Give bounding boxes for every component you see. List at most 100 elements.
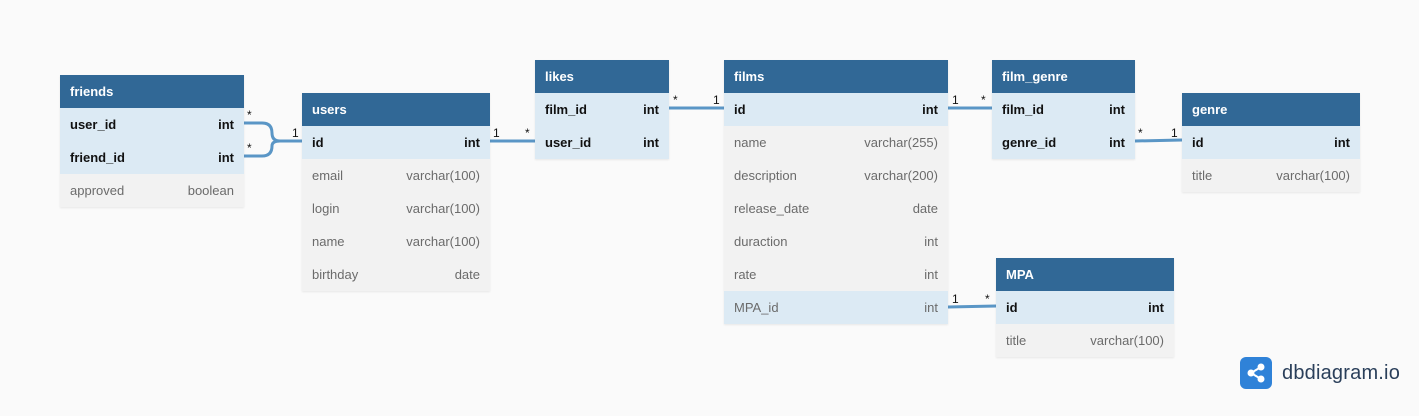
field-type: int	[924, 234, 938, 249]
field-row[interactable]: id int	[1182, 126, 1360, 159]
field-type: int	[1109, 135, 1125, 150]
field-row[interactable]: approved boolean	[60, 174, 244, 207]
cardinality-label: 1	[713, 93, 720, 107]
field-row[interactable]: title varchar(100)	[1182, 159, 1360, 192]
field-type: varchar(200)	[864, 168, 938, 183]
field-name: title	[1006, 333, 1027, 348]
table-header[interactable]: genre	[1182, 93, 1360, 126]
field-type: varchar(100)	[1090, 333, 1164, 348]
table-mpa[interactable]: MPA id int title varchar(100)	[996, 258, 1174, 357]
field-name: film_id	[1002, 102, 1044, 117]
rel-friends-friend-to-users	[244, 139, 281, 158]
field-name: approved	[70, 183, 125, 198]
cardinality-label: *	[1138, 126, 1143, 140]
field-type: int	[643, 102, 659, 117]
field-row[interactable]: id int	[996, 291, 1174, 324]
field-row[interactable]: id int	[724, 93, 948, 126]
field-row[interactable]: user_id int	[60, 108, 244, 141]
dbdiagram-logo[interactable]: dbdiagram.io	[1240, 357, 1400, 389]
field-row[interactable]: name varchar(100)	[302, 225, 490, 258]
field-name: MPA_id	[734, 300, 779, 315]
cardinality-label: *	[985, 292, 990, 306]
cardinality-label: *	[247, 141, 252, 155]
field-row[interactable]: user_id int	[535, 126, 669, 159]
cardinality-label: 1	[952, 93, 959, 107]
field-row[interactable]: birthday date	[302, 258, 490, 291]
field-type: int	[643, 135, 659, 150]
field-name: email	[312, 168, 344, 183]
field-name: description	[734, 168, 797, 183]
table-header[interactable]: likes	[535, 60, 669, 93]
table-genre[interactable]: genre id int title varchar(100)	[1182, 93, 1360, 192]
field-name: id	[312, 135, 324, 150]
field-type: varchar(100)	[406, 168, 480, 183]
field-type: int	[1334, 135, 1350, 150]
field-type: int	[1109, 102, 1125, 117]
field-type: int	[924, 267, 938, 282]
field-name: name	[734, 135, 767, 150]
field-row[interactable]: release_date date	[724, 192, 948, 225]
field-name: film_id	[545, 102, 587, 117]
field-name: title	[1192, 168, 1213, 183]
table-header[interactable]: friends	[60, 75, 244, 108]
field-name: id	[1006, 300, 1018, 315]
field-name: birthday	[312, 267, 359, 282]
field-type: int	[218, 150, 234, 165]
field-name: genre_id	[1002, 135, 1057, 150]
cardinality-label: *	[247, 108, 252, 122]
logo-text: dbdiagram.io	[1282, 361, 1401, 384]
share-nodes-icon	[1240, 357, 1272, 389]
field-row[interactable]: description varchar(200)	[724, 159, 948, 192]
field-name: release_date	[734, 201, 810, 216]
cardinality-label: *	[525, 126, 530, 140]
field-type: varchar(100)	[1276, 168, 1350, 183]
field-row[interactable]: id int	[302, 126, 490, 159]
field-type: int	[218, 117, 234, 132]
field-type: varchar(255)	[864, 135, 938, 150]
table-likes[interactable]: likes film_id int user_id int	[535, 60, 669, 159]
field-row[interactable]: email varchar(100)	[302, 159, 490, 192]
cardinality-label: 1	[1171, 126, 1178, 140]
field-name: id	[1192, 135, 1204, 150]
table-header[interactable]: users	[302, 93, 490, 126]
table-films[interactable]: films id int name varchar(255) descripti…	[724, 60, 948, 324]
field-type: varchar(100)	[406, 234, 480, 249]
field-name: name	[312, 234, 345, 249]
field-name: id	[734, 102, 746, 117]
field-row[interactable]: duraction int	[724, 225, 948, 258]
field-type: int	[464, 135, 480, 150]
field-row[interactable]: rate int	[724, 258, 948, 291]
table-header[interactable]: film_genre	[992, 60, 1135, 93]
field-type: date	[454, 267, 480, 282]
field-type: date	[912, 201, 938, 216]
field-row[interactable]: film_id int	[992, 93, 1135, 126]
field-name: login	[312, 201, 340, 216]
table-users[interactable]: users id int email varchar(100) login va…	[302, 93, 490, 291]
cardinality-label: 1	[493, 126, 500, 140]
field-row[interactable]: login varchar(100)	[302, 192, 490, 225]
field-name: user_id	[70, 117, 117, 132]
field-type: varchar(100)	[406, 201, 480, 216]
field-row[interactable]: film_id int	[535, 93, 669, 126]
field-row[interactable]: name varchar(255)	[724, 126, 948, 159]
field-row[interactable]: MPA_id int	[724, 291, 948, 324]
field-type: int	[922, 102, 938, 117]
cardinality-label: *	[981, 93, 986, 107]
field-row[interactable]: title varchar(100)	[996, 324, 1174, 357]
cardinality-label: 1	[292, 126, 299, 140]
field-name: user_id	[545, 135, 592, 150]
cardinality-label: *	[673, 93, 678, 107]
field-name: rate	[734, 267, 757, 282]
field-type: int	[1148, 300, 1164, 315]
table-friends[interactable]: friends user_id int friend_id int approv…	[60, 75, 244, 207]
field-row[interactable]: friend_id int	[60, 141, 244, 174]
table-header[interactable]: MPA	[996, 258, 1174, 291]
rel-films-to-mpa	[947, 304, 997, 309]
table-film-genre[interactable]: film_genre film_id int genre_id int	[992, 60, 1135, 159]
field-row[interactable]: genre_id int	[992, 126, 1135, 159]
table-header[interactable]: films	[724, 60, 948, 93]
field-name: duraction	[734, 234, 788, 249]
field-type: boolean	[187, 183, 234, 198]
